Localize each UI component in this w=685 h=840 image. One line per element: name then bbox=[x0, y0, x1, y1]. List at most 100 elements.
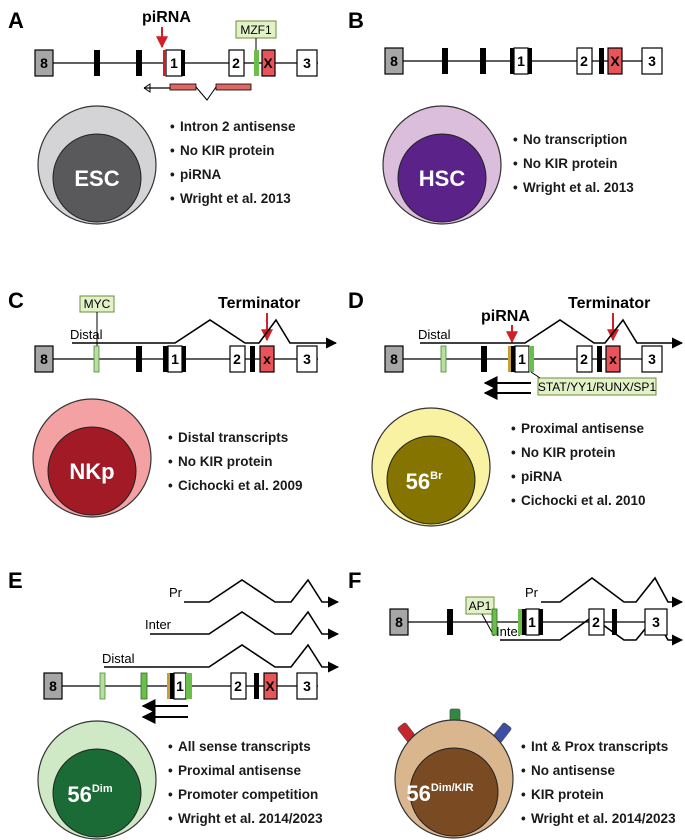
cell-label: 56Dim bbox=[67, 782, 112, 807]
exon-black bbox=[181, 50, 185, 76]
bullet-item: KIR protein bbox=[531, 787, 604, 802]
antisense-exon bbox=[169, 83, 197, 91]
tf-connector bbox=[530, 371, 541, 379]
pirna-site-mark bbox=[167, 673, 170, 699]
antisense-splice bbox=[195, 86, 217, 101]
bullet-dot: • bbox=[170, 191, 175, 206]
exon-black bbox=[163, 346, 168, 372]
bullet-item: Cichocki et al. 2009 bbox=[178, 478, 303, 493]
exon-black bbox=[136, 50, 142, 76]
cell-inner-hsc bbox=[397, 133, 487, 223]
exon-black bbox=[442, 48, 448, 74]
exon-black bbox=[170, 673, 174, 699]
pirna-site-mark bbox=[163, 50, 166, 76]
bullet-item: Intron 2 antisense bbox=[180, 119, 296, 134]
inter-label: Inter bbox=[496, 624, 523, 639]
antisense-exon bbox=[215, 83, 252, 91]
exon-x-label: X bbox=[265, 678, 275, 694]
bullet-dot: • bbox=[513, 132, 518, 147]
bullet-list: • Proximal antisense • No KIR protein • … bbox=[511, 421, 646, 508]
exon-x bbox=[605, 345, 621, 373]
bullet-item: No KIR protein bbox=[521, 445, 616, 460]
panel-f: F AP1 Pr Inter 8 1 2 3 bbox=[348, 568, 684, 839]
exon-black bbox=[481, 346, 487, 372]
exon-2-label: 2 bbox=[233, 351, 241, 367]
exon-black bbox=[250, 346, 255, 372]
exon-black bbox=[510, 48, 514, 74]
pirna-site-mark bbox=[508, 346, 511, 372]
pirna-label: piRNA bbox=[481, 308, 530, 325]
exon-3 bbox=[296, 49, 318, 77]
cell-label-base: 56 bbox=[406, 469, 430, 494]
bullet-item: Cichocki et al. 2010 bbox=[521, 493, 646, 508]
exon-2-label: 2 bbox=[580, 351, 588, 367]
inter-transcript bbox=[150, 610, 340, 640]
bullet-item: Promoter competition bbox=[178, 787, 318, 802]
exon-black bbox=[612, 609, 617, 635]
exon-8-label: 8 bbox=[395, 614, 403, 630]
exon-2 bbox=[576, 345, 593, 373]
tf-site-green bbox=[529, 346, 534, 372]
bullet-dot: • bbox=[511, 469, 516, 484]
exon-3 bbox=[644, 608, 668, 636]
exon-3-label: 3 bbox=[303, 55, 311, 71]
bullet-dot: • bbox=[170, 143, 175, 158]
bullet-item: Wright et al. 2013 bbox=[523, 180, 634, 195]
exon-2-label: 2 bbox=[232, 55, 240, 71]
exon-3-label: 3 bbox=[303, 678, 311, 694]
exon-x bbox=[607, 47, 623, 75]
exon-2-label: 2 bbox=[234, 678, 242, 694]
inter-transcript bbox=[500, 615, 684, 646]
cell-label: HSC bbox=[419, 166, 466, 191]
pr-transcript bbox=[184, 578, 340, 608]
panel-e: E Pr Inter Distal 8 1 2 X 3 56Dim • A bbox=[8, 568, 340, 840]
tf-label: MZF1 bbox=[240, 23, 272, 37]
panel-label-d: D bbox=[348, 288, 364, 313]
exon-2 bbox=[230, 672, 247, 700]
pr-label: Pr bbox=[525, 585, 539, 600]
tf-site-green bbox=[140, 672, 148, 700]
exon-1-label: 1 bbox=[176, 678, 184, 694]
tf-box-stat bbox=[537, 377, 657, 396]
exon-x-label: X bbox=[263, 55, 273, 71]
bullet-dot: • bbox=[170, 167, 175, 182]
tf-site-green bbox=[491, 608, 498, 636]
distal-transcript bbox=[420, 318, 684, 349]
panel-label-a: A bbox=[8, 8, 24, 33]
exon-8-label: 8 bbox=[49, 678, 57, 694]
tf-site-green bbox=[93, 345, 100, 373]
bullet-item: piRNA bbox=[180, 167, 221, 182]
tf-label: MYC bbox=[84, 297, 111, 311]
cell-label: ESC bbox=[74, 166, 119, 191]
tf-site-green bbox=[99, 672, 106, 700]
panel-d: D piRNA Terminator Distal 8 1 2 x 3 STAT… bbox=[348, 288, 684, 527]
tf-site-green bbox=[518, 609, 522, 635]
bullet-item: No KIR protein bbox=[178, 454, 273, 469]
bullet-item: No KIR protein bbox=[523, 156, 618, 171]
bullet-item: No transcription bbox=[523, 132, 627, 147]
bullet-dot: • bbox=[521, 811, 526, 826]
cell-label-base: 56 bbox=[406, 781, 430, 806]
cell-inner-56dim bbox=[52, 748, 142, 838]
exon-black bbox=[539, 609, 543, 635]
bullet-dot: • bbox=[511, 421, 516, 436]
exon-3 bbox=[641, 47, 663, 75]
cell-inner-56br bbox=[386, 435, 476, 525]
bullet-dot: • bbox=[513, 156, 518, 171]
bullet-list: • No transcription • No KIR protein • Wr… bbox=[513, 132, 634, 195]
exon-black bbox=[94, 50, 100, 76]
exon-black bbox=[182, 346, 186, 372]
exon-black bbox=[599, 48, 604, 74]
tf-box-ap1 bbox=[465, 596, 495, 615]
bullet-item: Int & Prox transcripts bbox=[531, 739, 668, 754]
exon-8 bbox=[384, 345, 404, 373]
bullet-dot: • bbox=[521, 787, 526, 802]
exon-1-label: 1 bbox=[518, 351, 526, 367]
panel-label-c: C bbox=[8, 288, 24, 313]
exon-2-label: 2 bbox=[580, 53, 588, 69]
cell-inner-56dimkir bbox=[409, 747, 499, 837]
distal-transcript bbox=[72, 318, 338, 349]
cell-inner-esc bbox=[52, 133, 142, 223]
exon-8 bbox=[43, 672, 63, 700]
